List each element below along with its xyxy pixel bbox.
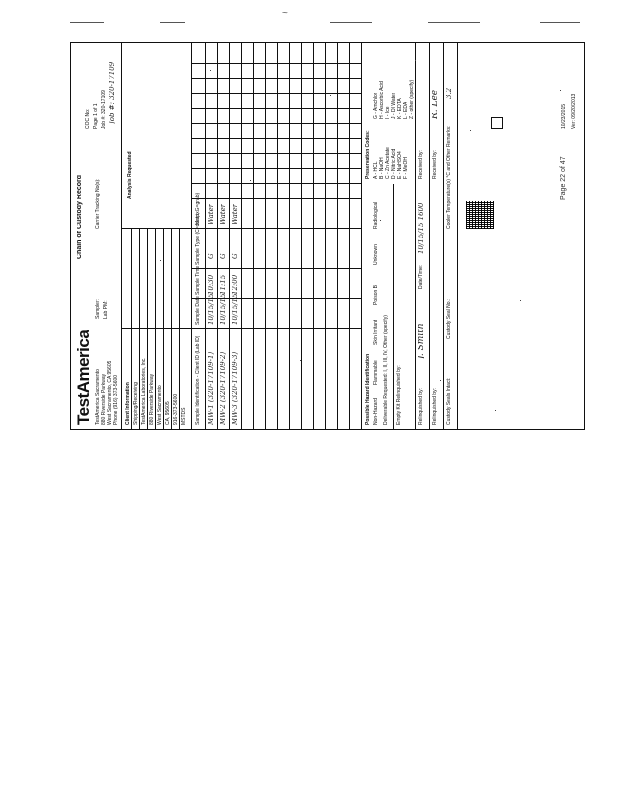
custody-seals-label: Custody Seals Intact: bbox=[446, 377, 452, 425]
col-sample-time: Sample Time bbox=[195, 265, 201, 295]
received-by-1-label: Received by: bbox=[418, 150, 424, 179]
hazard-flammable: Flammable bbox=[373, 360, 379, 385]
sampler-label: Sampler: bbox=[95, 298, 101, 319]
received-by-2-signature: R. Lee bbox=[432, 89, 438, 119]
sample-row-1-id: MW-1 (320-17109-1) bbox=[208, 351, 214, 425]
col-sample-date: Sample Date bbox=[195, 296, 201, 325]
relinquished-by-1-signature: J. Smith bbox=[418, 323, 424, 359]
hazard-non-hazard: Non-Hazard bbox=[373, 398, 379, 425]
brand-logo: TestAmerica bbox=[75, 329, 93, 425]
coc-no-label: COC No: bbox=[85, 108, 91, 129]
sample-row-2-time: 11:15 bbox=[220, 274, 226, 295]
empty-kit-label: Empty Kit Relinquished by: bbox=[396, 365, 402, 425]
sample-row-2-type: G bbox=[220, 253, 226, 259]
lab-address-line-4: Phone (916) 373-5600 bbox=[113, 374, 119, 425]
handwritten-job-number: Job #: 320-17109 bbox=[109, 61, 115, 124]
hazard-radiological: Radiological bbox=[373, 201, 379, 229]
received-by-2-label: Received by: bbox=[432, 150, 438, 179]
sample-row-1-time: 10:30 bbox=[208, 274, 214, 295]
page-number-stamp: Page 22 of 47 bbox=[560, 156, 567, 200]
possible-hazard-title: Possible Hazard Identification bbox=[365, 353, 371, 425]
analysis-requested-header: Analysis Requested bbox=[127, 151, 133, 199]
cooler-temp-value: 3.2 bbox=[446, 87, 452, 99]
page-label: Page 1 of 1 bbox=[93, 103, 99, 129]
deliverable-requested: Deliverable Requested: I, II, III, IV, O… bbox=[383, 315, 389, 425]
footer-version: Ver: 09/20/2013 bbox=[571, 93, 577, 129]
project-name: MSTDS bbox=[181, 407, 187, 426]
job-label: Job #: 320-17109 bbox=[101, 90, 107, 129]
sample-row-3-matrix: Water bbox=[232, 203, 238, 225]
carrier-label: Carrier Tracking No(s): bbox=[95, 178, 101, 229]
sample-row-1-matrix: Water bbox=[208, 203, 214, 225]
footer-date-code: 10/23/2015 bbox=[561, 103, 567, 129]
hazard-unknown: Unknown bbox=[373, 244, 379, 265]
col-matrix: Matrix bbox=[195, 211, 201, 225]
cooler-temp-label: Cooler Temperature(s) °C and Other Remar… bbox=[446, 125, 452, 229]
custody-seal-no-label: Custody Seal No.: bbox=[446, 298, 452, 339]
coc-form-rotated: TestAmerica TestAmerica Sacramento 880 R… bbox=[70, 42, 585, 430]
sample-row-3-type: G bbox=[232, 253, 238, 259]
sample-row-3-id: MW-3 (320-17109-3) bbox=[232, 351, 238, 425]
preservation-codes-title: Preservation Codes: bbox=[365, 130, 371, 179]
col-sample-id: Sample Identification - Client ID (Lab I… bbox=[195, 335, 201, 425]
lab-pm-label: Lab PM: bbox=[103, 300, 109, 319]
hazard-poison-b: Poison B bbox=[373, 284, 379, 305]
relinquished-by-2-label: Relinquished by: bbox=[432, 388, 438, 425]
preservation-code-f: F - MeOH bbox=[403, 157, 409, 179]
chain-title: Chain of Custody Record bbox=[77, 174, 83, 259]
relinquished-by-1-label: Relinquished by: bbox=[418, 388, 424, 425]
sample-row-3-time: 12:00 bbox=[232, 274, 238, 295]
relinquished-by-1-date: 10/15/15 1600 bbox=[418, 202, 424, 254]
checkbox-square bbox=[491, 117, 503, 129]
top-scan-marks: ~ bbox=[0, 8, 618, 28]
sample-barcode bbox=[466, 201, 494, 229]
scanned-coc-form: TestAmerica TestAmerica Sacramento 880 R… bbox=[70, 40, 596, 430]
sample-row-1-type: G bbox=[208, 253, 214, 259]
top-mark-center: ~ bbox=[282, 8, 288, 19]
sample-row-2-matrix: Water bbox=[220, 203, 226, 225]
hazard-skin-irritant: Skin Irritant bbox=[373, 319, 379, 345]
relinquished-by-1-date-label: Date/Time: bbox=[418, 264, 424, 289]
sample-row-2-id: MW-2 (320-17109-2) bbox=[220, 351, 226, 425]
